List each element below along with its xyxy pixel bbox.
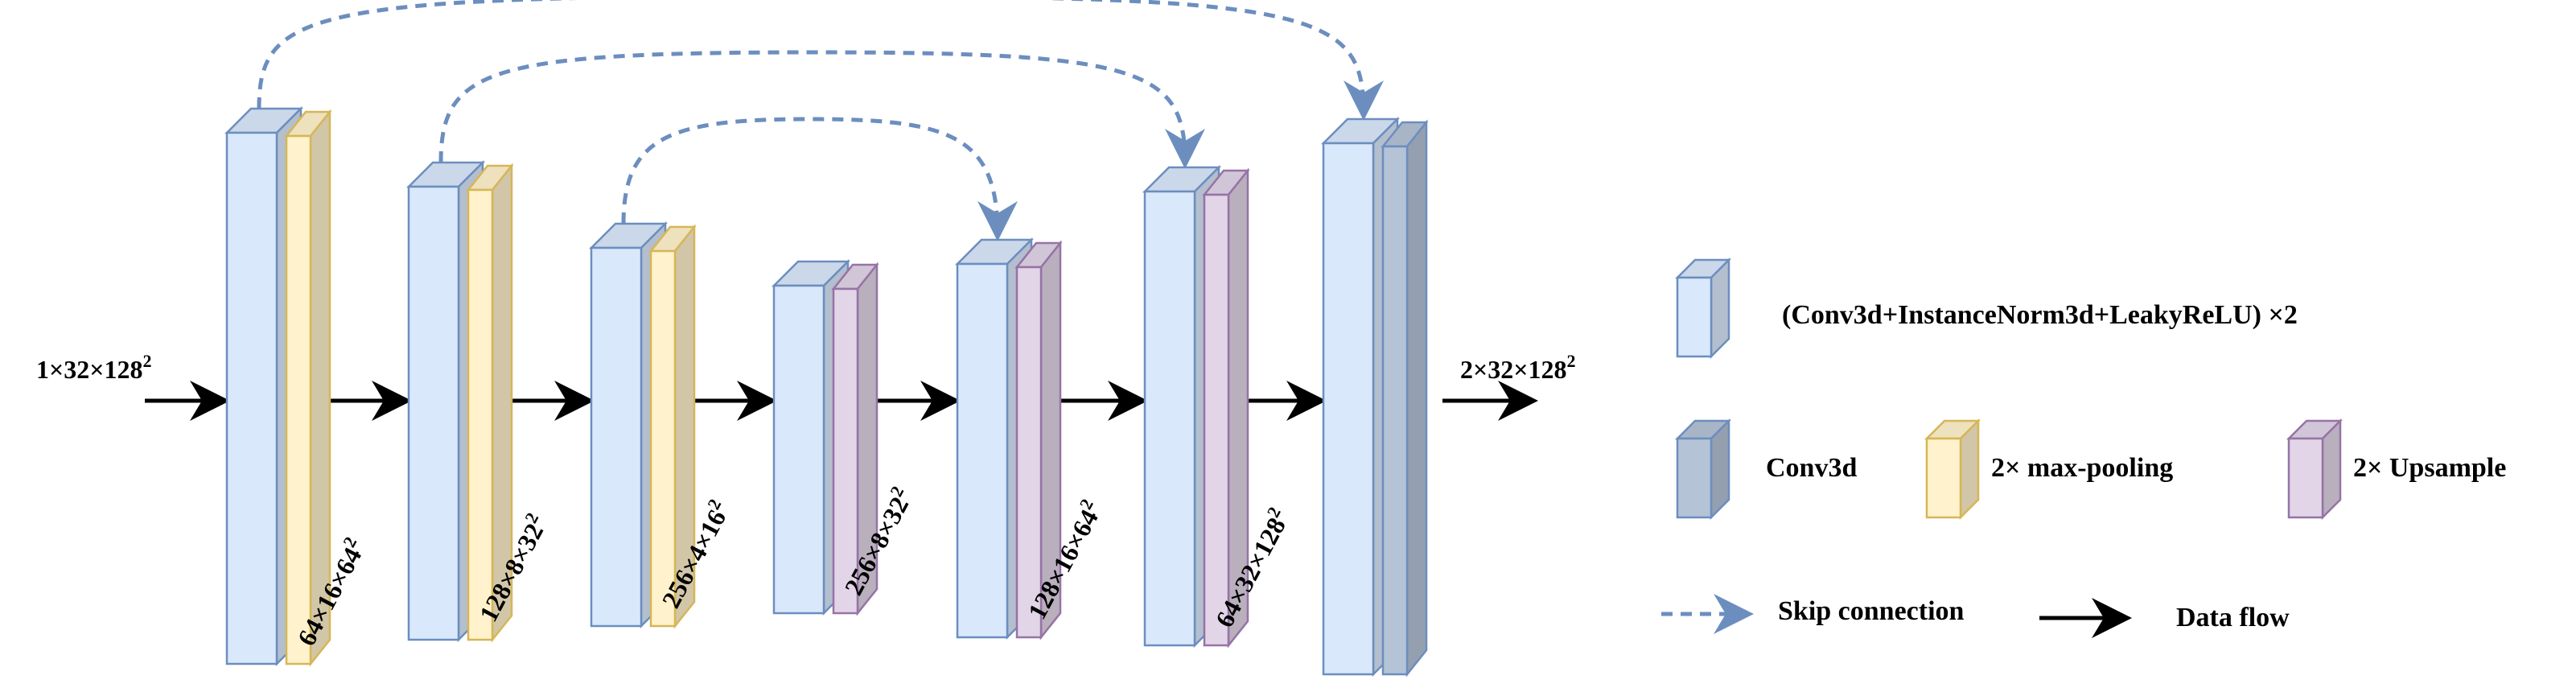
- legend-flow-label: Data flow: [2176, 603, 2290, 632]
- legend-upsample-cube-front: [2287, 437, 2324, 519]
- maxpool-block-2-front: [467, 188, 494, 641]
- legend-maxpool-cube-front: [1925, 437, 1962, 519]
- conv-block-6-front: [1143, 190, 1196, 647]
- legend-conv-cube-front: [1676, 276, 1713, 358]
- legend-upsample-cube-side: [2321, 418, 2342, 521]
- legend-conv-block-swatch: [1674, 257, 1732, 360]
- legend-upsample-cube: [2286, 418, 2344, 521]
- maxpool-block-1-front: [285, 134, 312, 665]
- conv3d-block-7-front: [1381, 145, 1409, 676]
- legend-maxpool-cube: [1924, 418, 1981, 521]
- skip-connections: [257, 0, 1384, 241]
- legend-conv3d-cube-side: [1710, 418, 1730, 521]
- conv-block-5-front: [956, 262, 1009, 639]
- input-label: 1×32×1282: [36, 351, 151, 384]
- legend-maxpool-swatch: [1924, 418, 1981, 521]
- conv-block-2-front: [407, 185, 460, 641]
- network-blocks: [224, 105, 1429, 678]
- conv-block-1-front: [225, 131, 278, 665]
- skip-connection-3: [621, 117, 1018, 241]
- legend-conv-cube-side: [1710, 257, 1730, 360]
- conv3d-block-7: [1381, 119, 1429, 678]
- output-label: 2×32×1282: [1460, 351, 1575, 384]
- legend-conv-block-label: (Conv3d+InstanceNorm3d+LeakyReLU) ×2: [1782, 300, 2298, 330]
- upsample-block-4-front: [832, 287, 859, 615]
- upsample-block-6: [1202, 167, 1250, 649]
- upsample-block-5-front: [1015, 266, 1043, 639]
- legend: (Conv3d+InstanceNorm3d+LeakyReLU) ×2 Con…: [1661, 257, 2506, 638]
- legend-upsample-swatch: [2286, 418, 2344, 521]
- legend-conv3d-swatch: [1674, 418, 1732, 521]
- conv-block-4-front: [772, 284, 825, 615]
- maxpool-block-1: [284, 109, 332, 667]
- legend-conv3d-cube-front: [1676, 437, 1713, 519]
- conv3d-block-7-side: [1405, 119, 1428, 678]
- legend-conv-cube: [1674, 257, 1732, 360]
- upsample-block-4: [831, 262, 879, 616]
- upsample-block-6-front: [1203, 193, 1230, 647]
- upsample-block-5: [1014, 240, 1063, 641]
- legend-skip-label: Skip connection: [1778, 596, 1965, 626]
- maxpool-block-3-front: [649, 249, 677, 628]
- skip-connection-1: [257, 0, 1384, 121]
- legend-upsample-label: 2× Upsample: [2353, 453, 2506, 483]
- conv-block-3-front: [590, 246, 643, 628]
- maxpool-block-2: [466, 163, 514, 643]
- legend-conv3d-label: Conv3d: [1766, 453, 1857, 483]
- legend-maxpool-label: 2× max-pooling: [1991, 453, 2173, 483]
- legend-maxpool-cube-side: [1959, 418, 1980, 521]
- conv-block-7-front: [1322, 142, 1375, 676]
- skip-connection-2: [438, 50, 1205, 169]
- legend-conv3d-cube: [1674, 418, 1732, 521]
- maxpool-block-3: [648, 224, 697, 629]
